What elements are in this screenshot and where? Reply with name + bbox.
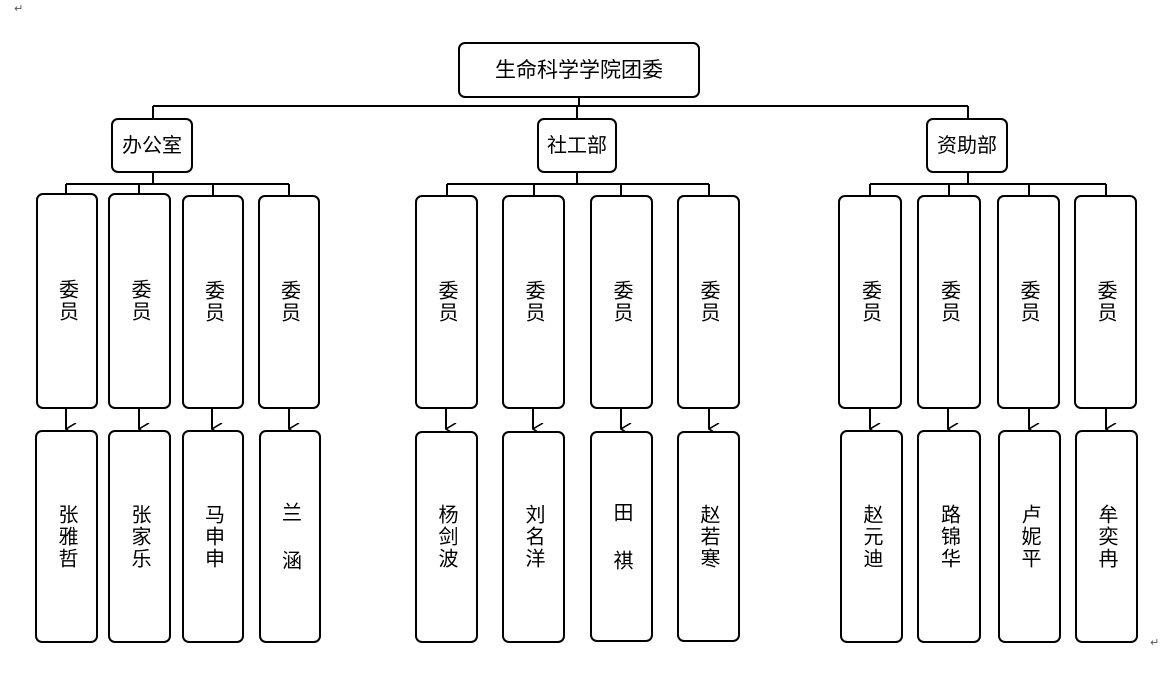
- role-label: 委员: [1094, 280, 1118, 324]
- member-name: 赵元迪: [860, 503, 884, 570]
- member-name-box: 张雅哲: [35, 430, 98, 643]
- paragraph-mark-top: ↵: [14, 2, 24, 15]
- department-node-2: 资助部: [926, 118, 1008, 173]
- member-name: 卢妮平: [1018, 503, 1042, 570]
- department-node-1: 社工部: [537, 118, 617, 173]
- member-name: 张家乐: [128, 503, 152, 570]
- member-name-box: 张家乐: [108, 430, 171, 643]
- role-label: 委员: [128, 279, 152, 323]
- role-label: 委员: [55, 279, 80, 323]
- member-role-box: 委员: [590, 195, 653, 409]
- member-role-box: 委员: [415, 195, 478, 409]
- department-name: 办公室: [122, 133, 182, 157]
- member-name: 张雅哲: [55, 503, 79, 570]
- member-role-box: 委员: [838, 195, 902, 409]
- member-name: 赵若寒: [697, 503, 721, 570]
- member-name-box: 田 祺: [590, 431, 653, 642]
- member-role-box: 委员: [677, 195, 740, 409]
- member-role-box: 委员: [36, 193, 98, 409]
- member-role-box: 委员: [182, 195, 244, 409]
- role-label: 委员: [1017, 280, 1041, 324]
- member-role-box: 委员: [1074, 195, 1137, 409]
- department-name: 社工部: [547, 133, 607, 157]
- member-name: 刘名洋: [522, 504, 546, 570]
- member-name-box: 卢妮平: [998, 430, 1061, 643]
- member-name: 马申申: [201, 503, 226, 570]
- role-label: 委员: [201, 280, 226, 324]
- role-label: 委员: [858, 280, 883, 324]
- member-name-box: 牟奕冉: [1075, 430, 1138, 643]
- member-role-box: 委员: [917, 195, 981, 409]
- department-name: 资助部: [937, 133, 997, 157]
- member-name-box: 赵元迪: [840, 430, 903, 643]
- root-title: 生命科学学院团委: [495, 57, 663, 82]
- member-name-box: 赵若寒: [677, 431, 740, 642]
- root-node: 生命科学学院团委: [458, 42, 700, 98]
- member-role-box: 委员: [258, 195, 320, 409]
- member-role-box: 委员: [502, 195, 565, 409]
- member-name: 路锦华: [937, 503, 962, 570]
- member-name: 兰 涵: [278, 501, 303, 572]
- member-name-box: 杨剑波: [415, 431, 478, 643]
- member-name: 田 祺: [610, 501, 634, 572]
- member-name-box: 路锦华: [917, 430, 981, 643]
- member-name: 杨剑波: [435, 504, 459, 570]
- department-node-0: 办公室: [111, 118, 193, 173]
- role-label: 委员: [435, 280, 459, 324]
- member-role-box: 委员: [108, 193, 171, 409]
- role-label: 委员: [610, 280, 634, 324]
- member-name: 牟奕冉: [1095, 503, 1119, 570]
- member-name-box: 马申申: [182, 430, 244, 643]
- role-label: 委员: [697, 280, 721, 324]
- member-name-box: 刘名洋: [502, 431, 565, 643]
- role-label: 委员: [522, 280, 546, 324]
- paragraph-mark-bottom: ↵: [1150, 636, 1160, 649]
- member-name-box: 兰 涵: [259, 430, 321, 643]
- role-label: 委员: [277, 280, 302, 324]
- role-label: 委员: [937, 280, 962, 324]
- member-role-box: 委员: [997, 195, 1060, 409]
